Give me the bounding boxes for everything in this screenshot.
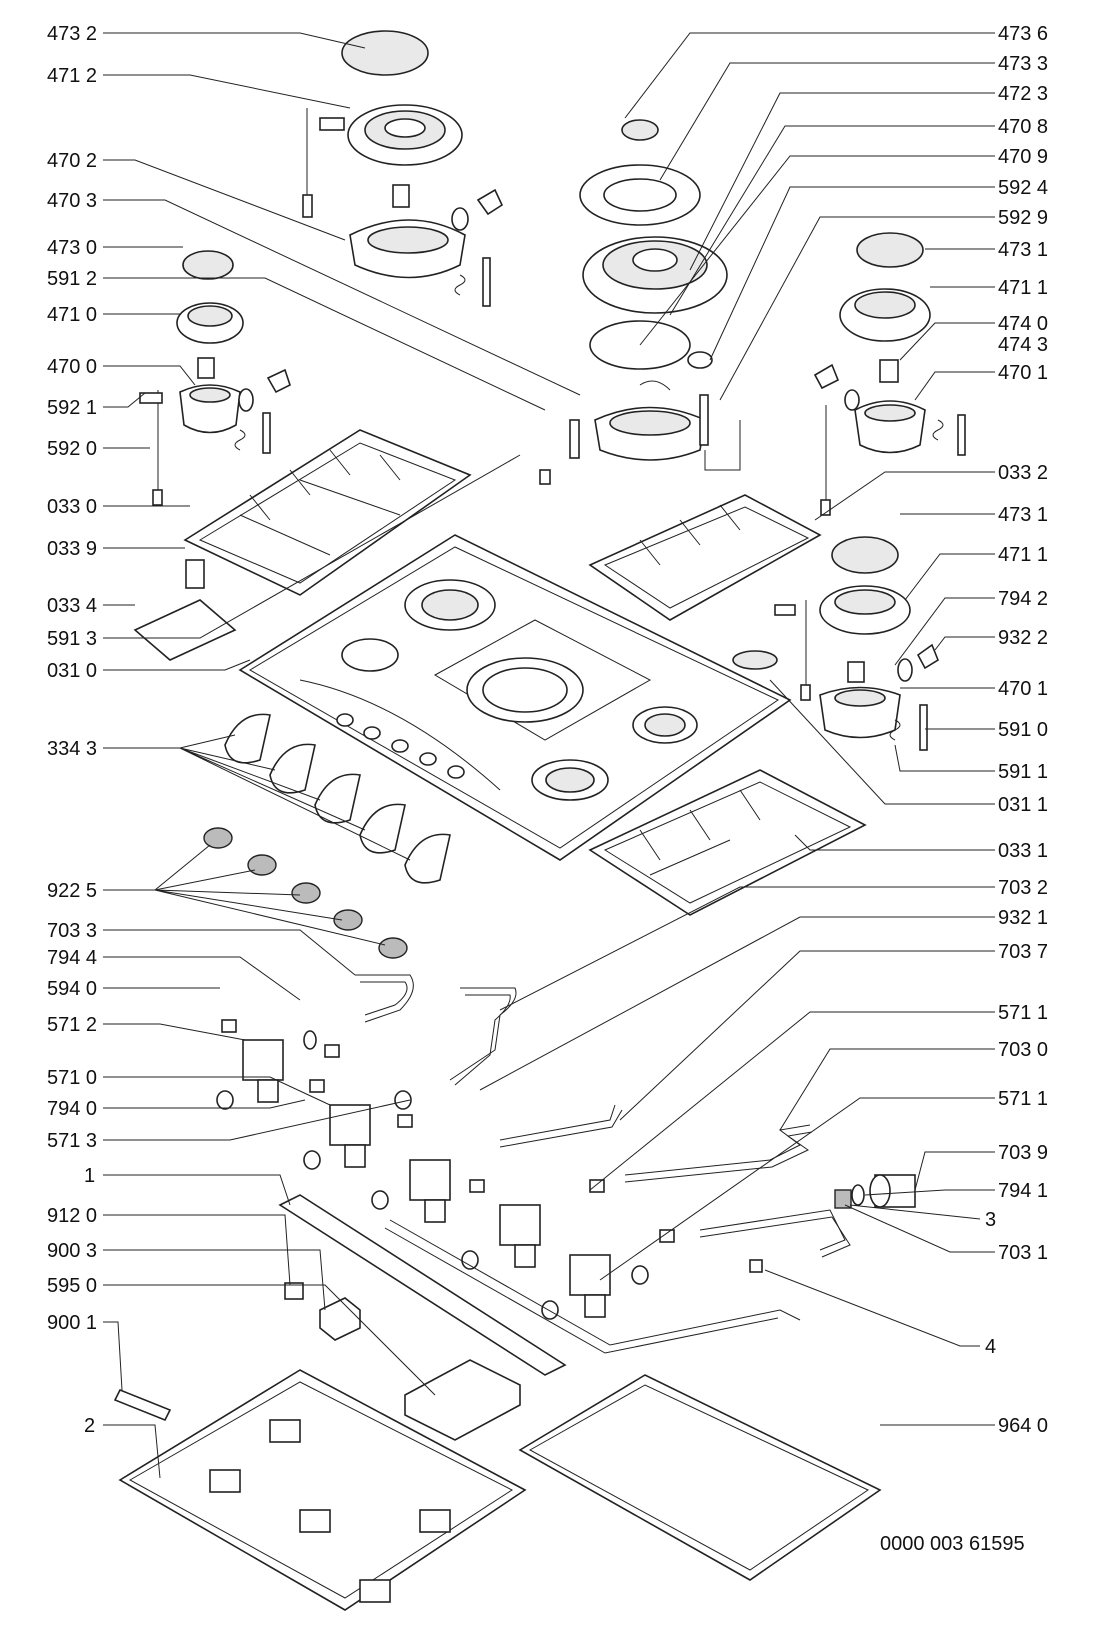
label-473-6: 473 6: [998, 23, 1048, 45]
label-033-1: 033 1: [998, 840, 1048, 862]
label-3: 3: [985, 1209, 996, 1231]
label-591-0: 591 0: [998, 719, 1048, 741]
label-031-0: 031 0: [47, 660, 97, 682]
label-033-0: 033 0: [47, 496, 97, 518]
parts-illustration: [113, 30, 966, 1611]
label-1: 1: [84, 1165, 95, 1187]
control-knob-part: [224, 713, 271, 764]
label-592-1: 592 1: [47, 397, 97, 419]
label-703-1: 703 1: [998, 1242, 1048, 1264]
label-033-9: 033 9: [47, 538, 97, 560]
base-tray-part: [118, 1369, 527, 1611]
screw-part: [284, 1282, 304, 1300]
label-4: 4: [985, 1336, 996, 1358]
label-932-2: 932 2: [998, 627, 1048, 649]
rigid-pipe-part: [624, 1124, 811, 1176]
label-470-9: 470 9: [998, 146, 1048, 168]
label-031-1: 031 1: [998, 794, 1048, 816]
small-burner-cap-part: [182, 250, 234, 280]
label-571-1b: 571 1: [998, 1088, 1048, 1110]
nut-part: [687, 351, 713, 369]
label-470-8: 470 8: [998, 116, 1048, 138]
burner-cap-part: [341, 30, 429, 76]
clip-part: [319, 1297, 361, 1341]
knob-ring-part: [203, 827, 233, 849]
label-473-3: 473 3: [998, 53, 1048, 75]
label-592-0: 592 0: [47, 438, 97, 460]
label-594-0: 594 0: [47, 978, 97, 1000]
label-473-0: 473 0: [47, 237, 97, 259]
seal-washer-part: [851, 1184, 865, 1206]
label-900-1: 900 1: [47, 1312, 97, 1334]
label-703-0: 703 0: [998, 1039, 1048, 1061]
ignition-module-part: [404, 1359, 521, 1441]
label-703-7: 703 7: [998, 941, 1048, 963]
hob-top-clip-part: [732, 650, 778, 670]
label-591-3: 591 3: [47, 628, 97, 650]
knob-shaft-part: [185, 559, 205, 589]
pan-support-lower-part: [588, 769, 867, 916]
label-571-0: 571 0: [47, 1067, 97, 1089]
spring-clip-part: [113, 1388, 172, 1422]
label-794-4: 794 4: [47, 947, 97, 969]
label-592-4: 592 4: [998, 177, 1048, 199]
lower-right-cap-part: [831, 536, 899, 574]
manifold-bar-part: [278, 1194, 567, 1376]
leader-lines: [103, 32, 995, 1479]
gas-tap-group: [216, 1019, 675, 1320]
gasket-part: [518, 1374, 882, 1581]
knob-support-part: [133, 599, 237, 661]
label-912-0: 912 0: [47, 1205, 97, 1227]
label-471-1b: 471 1: [998, 544, 1048, 566]
label-470-2: 470 2: [47, 150, 97, 172]
label-033-4: 033 4: [47, 595, 97, 617]
label-334-3: 334 3: [47, 738, 97, 760]
pan-support-left-part: [183, 429, 472, 596]
label-703-2: 703 2: [998, 877, 1048, 899]
hex-nut-part: [834, 1189, 852, 1209]
label-571-1: 571 1: [998, 1002, 1048, 1024]
label-703-3: 703 3: [47, 920, 97, 942]
label-922-5: 922 5: [47, 880, 97, 902]
labels-right: 473 6 473 3 472 3 470 8 470 9 592 4 592 …: [985, 23, 1048, 1437]
right-burner-cap-part: [856, 232, 924, 268]
label-591-2: 591 2: [47, 268, 97, 290]
label-470-1: 470 1: [998, 362, 1048, 384]
label-471-0: 471 0: [47, 304, 97, 326]
small-cap-part: [621, 119, 659, 141]
label-474-3: 474 3: [998, 334, 1048, 356]
label-703-9: 703 9: [998, 1142, 1048, 1164]
document-number: 0000 003 61595: [880, 1533, 1025, 1555]
label-592-9: 592 9: [998, 207, 1048, 229]
label-591-1: 591 1: [998, 761, 1048, 783]
gas-pipe-part: [355, 974, 414, 1023]
label-470-1b: 470 1: [998, 678, 1048, 700]
pan-support-right-part: [588, 494, 822, 621]
label-964-0: 964 0: [998, 1415, 1048, 1437]
label-033-2: 033 2: [998, 462, 1048, 484]
label-900-3: 900 3: [47, 1240, 97, 1262]
label-474-0: 474 0: [998, 313, 1048, 335]
label-794-0: 794 0: [47, 1098, 97, 1120]
label-471-2: 471 2: [47, 65, 97, 87]
label-571-3: 571 3: [47, 1130, 97, 1152]
label-470-0: 470 0: [47, 356, 97, 378]
label-932-1: 932 1: [998, 907, 1048, 929]
label-2: 2: [84, 1415, 95, 1437]
label-470-3: 470 3: [47, 190, 97, 212]
label-794-2: 794 2: [998, 588, 1048, 610]
label-794-1: 794 1: [998, 1180, 1048, 1202]
label-571-2: 571 2: [47, 1014, 97, 1036]
label-473-1: 473 1: [998, 239, 1048, 261]
label-473-2: 473 2: [47, 23, 97, 45]
label-473-1b: 473 1: [998, 504, 1048, 526]
labels-left: 473 2 471 2 470 2 470 3 473 0 591 2 471 …: [47, 23, 97, 1437]
label-471-1: 471 1: [998, 277, 1048, 299]
label-595-0: 595 0: [47, 1275, 97, 1297]
injector-part: [392, 184, 410, 208]
label-472-3: 472 3: [998, 83, 1048, 105]
